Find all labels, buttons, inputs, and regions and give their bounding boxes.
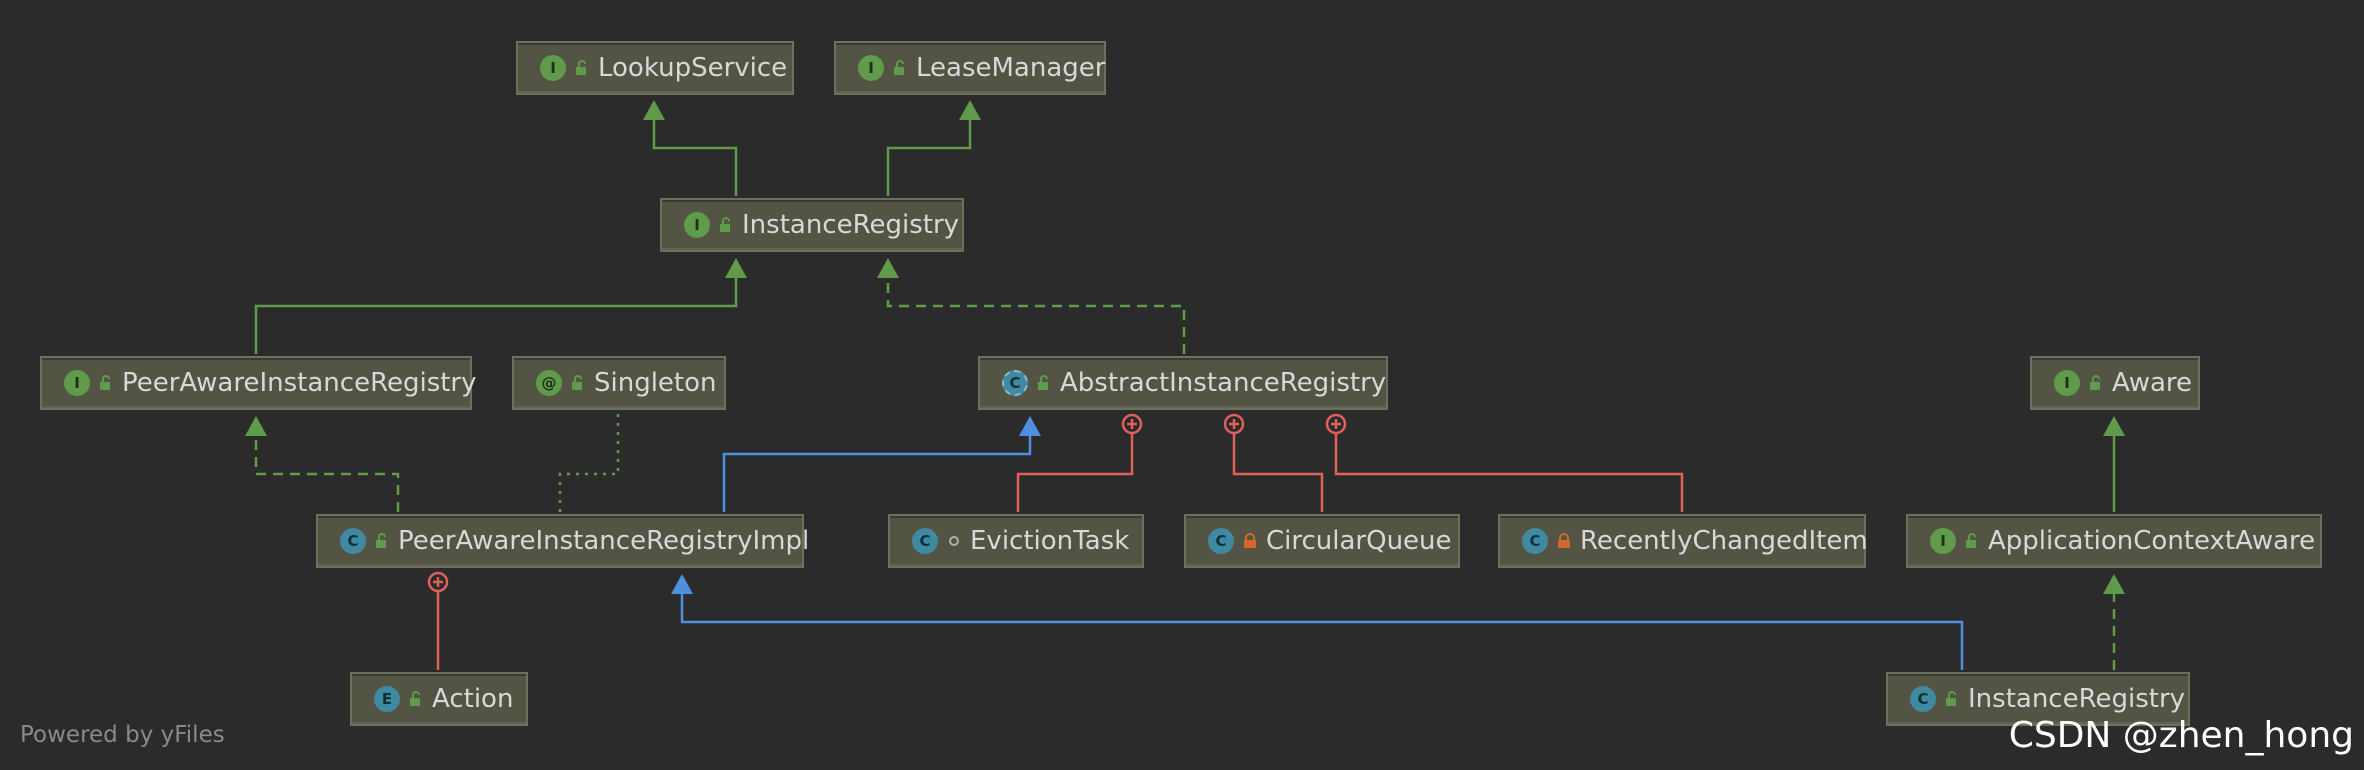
node-lookup-service[interactable]: I LookupService: [516, 41, 794, 95]
edge-instance-registry-class-to-impl: [671, 574, 1964, 670]
powered-by-footer: Powered by yFiles: [20, 722, 225, 748]
interface-icon: I: [684, 212, 710, 238]
node-instance-registry-class[interactable]: C InstanceRegistry: [1886, 672, 2190, 726]
node-label: ApplicationContextAware: [1988, 526, 2316, 556]
public-lock-icon: [1038, 375, 1048, 390]
interface-icon: I: [2054, 370, 2080, 396]
edge-impl-to-abstract: [722, 416, 1041, 512]
edge-instance-registry-class-to-app-context-aware: [2103, 574, 2125, 670]
enum-icon: E: [374, 686, 400, 712]
edge-app-context-aware-to-aware: [2103, 416, 2125, 512]
edge-impl-to-singleton: [558, 412, 620, 512]
edge-inner-eviction-task: [1016, 413, 1143, 512]
public-lock-icon: [572, 375, 582, 390]
public-lock-icon: [576, 60, 586, 75]
csdn-watermark: CSDN @zhen_hong: [2008, 715, 2354, 756]
class-icon: C: [1522, 528, 1548, 554]
node-label: Action: [432, 684, 514, 714]
class-icon: C: [340, 528, 366, 554]
node-label: Aware: [2112, 368, 2193, 398]
node-label: Singleton: [594, 368, 717, 398]
private-lock-icon: [1558, 533, 1570, 548]
node-peer-aware-instance-registry-impl[interactable]: C PeerAwareInstanceRegistryImpl: [316, 514, 809, 568]
private-lock-icon: [1244, 533, 1256, 548]
interface-icon: I: [858, 55, 884, 81]
edge-peer-aware-to-instance-registry: [254, 258, 747, 354]
class-icon: C: [912, 528, 938, 554]
node-label: LookupService: [598, 53, 788, 83]
edge-inner-action: [427, 571, 449, 670]
node-label: LeaseManager: [916, 53, 1106, 83]
node-label: InstanceRegistry: [1968, 684, 2186, 714]
node-label: CircularQueue: [1266, 526, 1452, 556]
node-action[interactable]: E Action: [350, 672, 528, 726]
node-label: PeerAwareInstanceRegistry: [122, 368, 477, 398]
node-label: PeerAwareInstanceRegistryImpl: [398, 526, 810, 556]
node-singleton[interactable]: @ Singleton: [512, 356, 726, 410]
edge-instance-registry-to-lease-manager: [886, 100, 981, 196]
node-instance-registry-interface[interactable]: I InstanceRegistry: [660, 198, 964, 252]
node-peer-aware-instance-registry[interactable]: I PeerAwareInstanceRegistry: [40, 356, 477, 410]
node-label: RecentlyChangedItem: [1580, 526, 1868, 556]
public-lock-icon: [1966, 533, 1976, 548]
node-label: EvictionTask: [970, 526, 1130, 556]
public-lock-icon: [376, 533, 386, 548]
package-private-icon: [949, 536, 959, 546]
node-application-context-aware[interactable]: I ApplicationContextAware: [1906, 514, 2322, 568]
node-recently-changed-item[interactable]: C RecentlyChangedItem: [1498, 514, 1868, 568]
node-label: AbstractInstanceRegistry: [1060, 368, 1387, 398]
edge-instance-registry-to-lookup-service: [643, 100, 738, 196]
edge-abstract-to-instance-registry: [877, 258, 1186, 354]
interface-icon: I: [1930, 528, 1956, 554]
class-icon: C: [1208, 528, 1234, 554]
annotation-icon: @: [536, 370, 562, 396]
public-lock-icon: [410, 691, 420, 706]
public-lock-icon: [2090, 375, 2100, 390]
node-lease-manager[interactable]: I LeaseManager: [834, 41, 1106, 95]
node-aware[interactable]: I Aware: [2030, 356, 2200, 410]
node-eviction-task[interactable]: C EvictionTask: [888, 514, 1144, 568]
interface-icon: I: [540, 55, 566, 81]
public-lock-icon: [720, 217, 730, 232]
edge-inner-circular-queue: [1223, 413, 1324, 512]
node-circular-queue[interactable]: C CircularQueue: [1184, 514, 1460, 568]
edge-inner-recently-changed-item: [1325, 413, 1684, 512]
public-lock-icon: [100, 375, 110, 390]
abstract-class-icon: C: [1002, 370, 1028, 396]
public-lock-icon: [894, 60, 904, 75]
node-label: InstanceRegistry: [742, 210, 960, 240]
public-lock-icon: [1946, 691, 1956, 706]
class-icon: C: [1910, 686, 1936, 712]
edge-impl-to-peer-aware: [245, 416, 400, 512]
interface-icon: I: [64, 370, 90, 396]
node-abstract-instance-registry[interactable]: C AbstractInstanceRegistry: [978, 356, 1388, 410]
